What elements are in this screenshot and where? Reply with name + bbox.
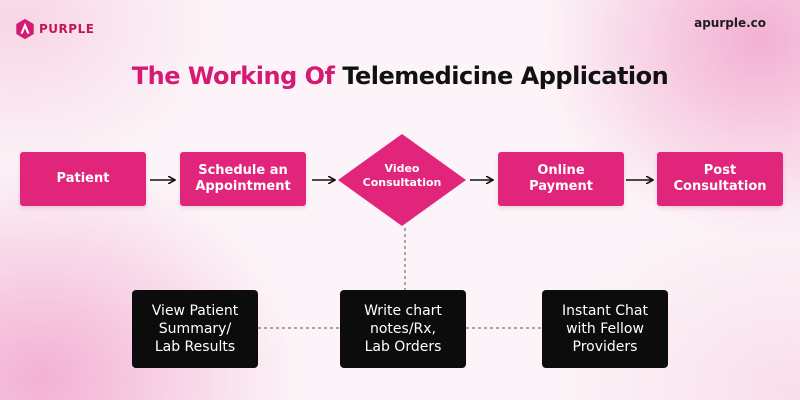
action-instant-chat: Instant Chat with Fellow Providers [542, 290, 668, 368]
step-patient: Patient [20, 152, 146, 206]
logo-text: PURPLE [39, 22, 95, 36]
title-main: Telemedicine Application [342, 62, 669, 90]
title-accent: The Working Of [131, 62, 335, 90]
step-label: Post Consultation [673, 163, 767, 194]
step-label: Schedule an Appointment [195, 163, 291, 194]
step-label: Online Payment [529, 163, 593, 194]
site-url[interactable]: apurple.co [694, 16, 766, 30]
brand-logo[interactable]: PURPLE [14, 18, 94, 40]
step-video-consultation-label: Video Consultation [362, 162, 442, 189]
purple-logo-icon [16, 18, 34, 40]
action-label: Write chart notes/Rx, Lab Orders [364, 303, 442, 355]
action-write-chart-notes: Write chart notes/Rx, Lab Orders [340, 290, 466, 368]
action-label: Instant Chat with Fellow Providers [562, 303, 648, 355]
action-label: View Patient Summary/ Lab Results [151, 303, 239, 355]
step-label: Patient [56, 171, 110, 186]
page-title: The Working Of Telemedicine Application [0, 62, 800, 90]
step-online-payment: Online Payment [498, 152, 624, 206]
step-schedule-appointment: Schedule an Appointment [180, 152, 306, 206]
video-consultation-diamond [338, 134, 466, 226]
step-post-consultation: Post Consultation [657, 152, 783, 206]
action-view-patient-summary: View Patient Summary/ Lab Results [132, 290, 258, 368]
